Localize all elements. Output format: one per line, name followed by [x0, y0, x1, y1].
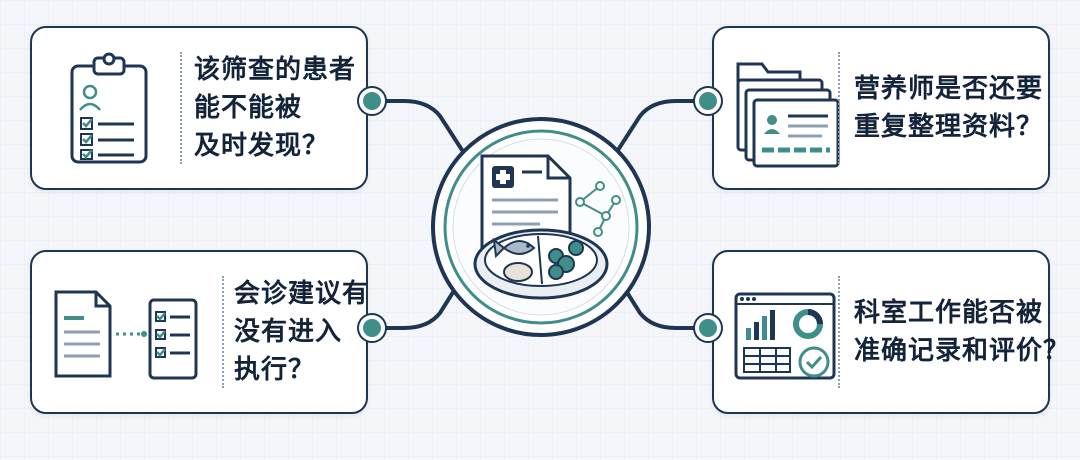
question-line: 营养师是否还要	[854, 74, 1044, 104]
document-to-checklist-icon	[50, 270, 198, 396]
connector-node	[695, 315, 721, 341]
medical-record-meal-icon	[430, 116, 652, 338]
clipboard-checklist-icon	[50, 46, 180, 172]
card-question: 营养师是否还要 重复整理资料？	[854, 52, 1044, 164]
card-divider	[222, 276, 224, 388]
question-line: 准确记录和评价？	[854, 336, 1071, 366]
card-divider	[838, 52, 840, 164]
question-line: 及时发现？	[194, 131, 330, 161]
card-dietitian-workload: 营养师是否还要 重复整理资料？	[712, 26, 1050, 190]
question-line: 科室工作能否被	[854, 298, 1044, 328]
dashboard-report-icon	[732, 270, 862, 396]
question-line: 没有进入	[234, 317, 343, 347]
question-line: 能不能被	[194, 93, 303, 123]
card-consultation-advice: 会诊建议有 没有进入 执行？	[30, 250, 368, 414]
question-line: 会诊建议有	[234, 279, 370, 309]
question-line: 该筛查的患者	[194, 55, 357, 85]
question-line: 执行？	[234, 355, 316, 385]
card-question: 该筛查的患者 能不能被 及时发现？	[194, 52, 356, 164]
connector-node	[359, 315, 385, 341]
file-folder-stack-icon	[732, 46, 862, 172]
connector-node	[695, 88, 721, 114]
connector-node	[359, 88, 385, 114]
card-question: 科室工作能否被 准确记录和评价？	[854, 276, 1071, 388]
question-line: 重复整理资料？	[854, 112, 1044, 142]
card-divider	[838, 276, 840, 388]
card-divider	[180, 52, 182, 164]
card-department-evaluation: 科室工作能否被 准确记录和评价？	[712, 250, 1071, 414]
card-patient-screening: 该筛查的患者 能不能被 及时发现？	[30, 26, 368, 190]
card-question: 会诊建议有 没有进入 执行？	[234, 276, 370, 388]
